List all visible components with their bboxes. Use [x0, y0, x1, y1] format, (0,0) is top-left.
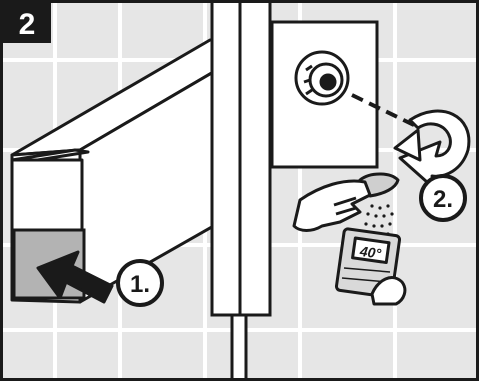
callout-2: 2.	[421, 176, 465, 220]
callout-1-label: 1.	[130, 271, 150, 298]
step-number: 2	[19, 8, 36, 41]
callout-1: 1.	[118, 261, 162, 305]
dial-knob-icon	[296, 52, 348, 104]
thermometer-icon: 40°	[336, 228, 405, 304]
thermometer-reading: 40°	[358, 243, 383, 262]
callout-2-label: 2.	[433, 186, 453, 213]
end-cap	[12, 150, 88, 230]
step-badge: 2	[3, 3, 51, 43]
